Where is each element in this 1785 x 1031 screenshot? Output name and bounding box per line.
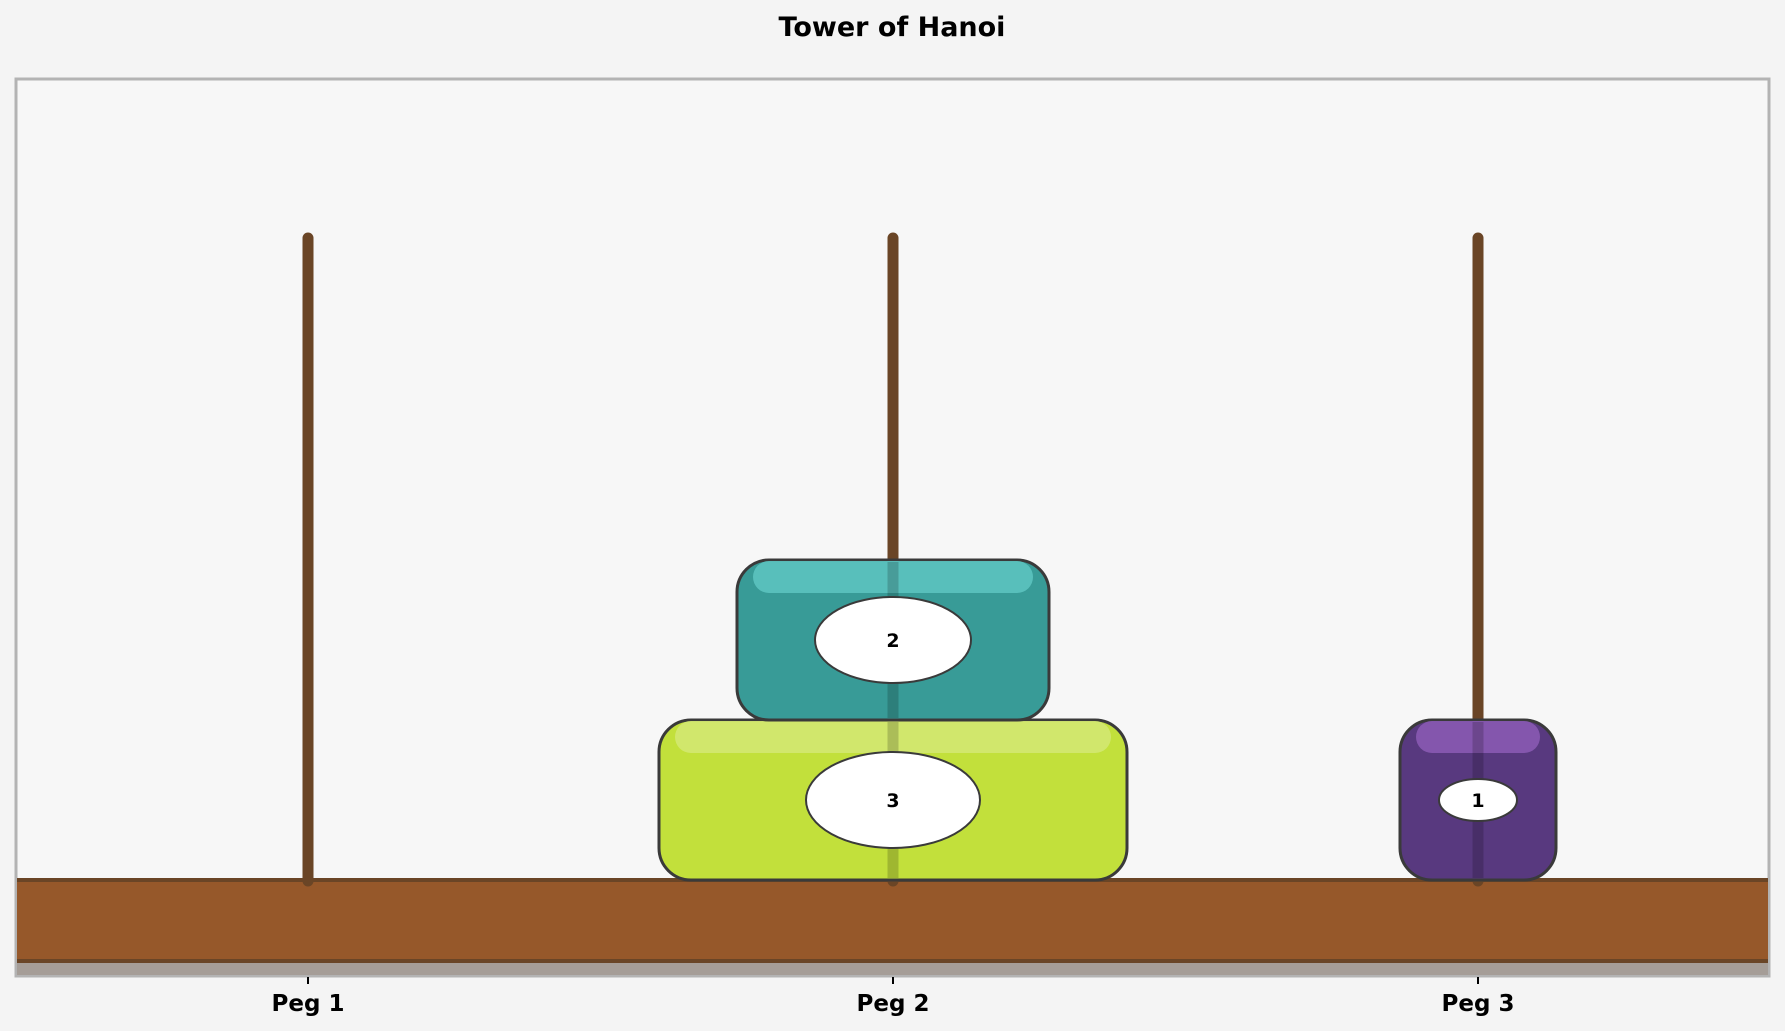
disk-label-badge xyxy=(814,596,972,684)
disk-highlight xyxy=(753,561,1033,593)
base-platform xyxy=(17,880,1768,962)
disk-label-badge xyxy=(1438,778,1518,822)
peg-labels: Peg 1 Peg 2 Peg 3 xyxy=(272,977,1515,1017)
game-title: Tower of Hanoi xyxy=(779,12,1006,43)
peg-1-label: Peg 1 xyxy=(272,991,345,1017)
disk-highlight xyxy=(675,721,1111,753)
disks-layer: 3 1 2 xyxy=(657,558,1558,882)
disk-number: 3 xyxy=(886,790,899,812)
disk-number: 2 xyxy=(886,630,899,652)
peg-2-label: Peg 2 xyxy=(857,991,930,1017)
disk-1[interactable]: 1 xyxy=(1398,718,1558,882)
disk-highlight xyxy=(1416,721,1540,753)
disk-number: 1 xyxy=(1471,790,1484,812)
peg-3-label: Peg 3 xyxy=(1442,991,1515,1017)
disk-3[interactable]: 3 xyxy=(657,718,1129,882)
disk-label-badge xyxy=(805,751,981,849)
disk-2[interactable]: 2 xyxy=(735,558,1051,722)
